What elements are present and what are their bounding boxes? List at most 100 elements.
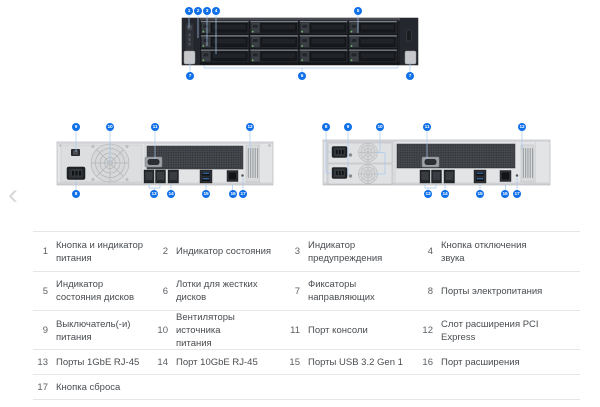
front-leader-lines	[188, 15, 411, 73]
callout-16: 16	[229, 190, 237, 198]
legend-item-8: 8 Порты электропитания	[418, 285, 580, 298]
legend-item-number: 17	[37, 381, 48, 393]
legend-item-4: 4 Кнопка отключения звука	[418, 239, 580, 265]
console-port	[421, 156, 440, 168]
callout-9: 9	[344, 123, 352, 131]
legend-item-number: 7	[294, 285, 300, 297]
legend-item-label: Порт расширения	[441, 356, 520, 368]
legend-item-label: Фиксаторы направляющих	[308, 279, 375, 303]
callout-10: 10	[106, 123, 114, 131]
callout-7: 7	[406, 72, 414, 80]
callout-11: 11	[423, 123, 431, 131]
rear-view-single-psu-diagram	[50, 118, 300, 218]
rear-view-redundant-psu-diagram	[315, 118, 565, 218]
legend-item-number: 1	[42, 246, 48, 257]
legend-item-12: 12 Слот расширения PCI Express	[418, 318, 580, 344]
legend-item-label: Индикатор предупреждения	[308, 239, 383, 264]
legend-item-label: Вентиляторы источника питания	[176, 312, 235, 349]
legend-item-label: Индикатор состояния дисков	[56, 279, 135, 303]
callout-13: 13	[424, 190, 432, 198]
legend-item-16: 16 Порт расширения	[418, 356, 580, 369]
callout-11: 11	[151, 123, 159, 131]
legend-item-number: 5	[42, 285, 48, 297]
callout-15: 15	[476, 190, 484, 198]
callout-3: 3	[203, 7, 211, 15]
legend-item-label: Кнопка и индикатор питания	[56, 239, 144, 264]
rear-view-single-psu-image	[56, 130, 274, 191]
legend-item-label: Порт 10GbE RJ-45	[176, 356, 258, 368]
legend-item-1: 1 Кнопка и индикатор питания	[33, 239, 153, 265]
pcie-slot-bracket	[245, 144, 260, 183]
legend-item-label: Кнопка сброса	[56, 381, 121, 393]
legend-item-label: Кнопка отключения звука	[441, 239, 527, 264]
legend-item-17: 17 Кнопка сброса	[33, 381, 153, 394]
legend-item-number: 4	[427, 246, 433, 257]
callout-16: 16	[501, 190, 509, 198]
callout-17: 17	[239, 190, 247, 198]
lan-ports	[419, 169, 455, 184]
usb-ports	[473, 169, 487, 184]
power-inlet	[66, 166, 86, 180]
legend-item-number: 9	[42, 325, 48, 336]
psu-module-bottom	[327, 163, 393, 185]
legend-item-11: 11 Порт консоли	[285, 324, 418, 337]
legend-item-label: Порты 1GbE RJ-45	[56, 356, 140, 368]
callout-10: 10	[376, 123, 384, 131]
callout-15: 15	[202, 190, 210, 198]
legend-item-15: 15 Порты USB 3.2 Gen 1	[285, 356, 418, 369]
legend-item-7: 7 Фиксаторы направляющих	[285, 278, 418, 304]
legend-item-number: 8	[427, 285, 433, 297]
legend-item-label: Порты электропитания	[441, 285, 543, 297]
legend-item-number: 2	[162, 246, 168, 257]
callout-8: 8	[72, 190, 80, 198]
legend-item-number: 10	[157, 325, 168, 336]
legend-item-number: 16	[422, 356, 433, 368]
expansion-port	[226, 170, 239, 182]
legend-item-14: 14 Порт 10GbE RJ-45	[153, 356, 285, 369]
legend-item-number: 15	[289, 356, 300, 368]
legend-item-number: 3	[294, 246, 300, 257]
front-view-diagram	[163, 2, 443, 90]
legend-row: 17 Кнопка сброса	[33, 374, 580, 400]
callout-8: 8	[322, 123, 330, 131]
callout-14: 14	[167, 190, 175, 198]
legend-item-label: Слот расширения PCI Express	[441, 318, 539, 343]
legend-item-label: Лотки для жестких дисков	[176, 279, 258, 303]
callout-4: 4	[212, 7, 220, 15]
legend-item-10: 10 Вентиляторы источника питания	[153, 311, 285, 350]
legend-item-5: 5 Индикатор состояния дисков	[33, 278, 153, 304]
expansion-port	[499, 170, 512, 182]
front-view-image	[181, 15, 419, 73]
callout-13: 13	[150, 190, 158, 198]
legend-item-3: 3 Индикатор предупреждения	[285, 239, 418, 265]
legend-item-number: 12	[422, 325, 433, 336]
psu-fan	[90, 143, 130, 183]
legend-item-label: Порт консоли	[308, 325, 368, 336]
console-port	[144, 156, 163, 168]
legend-item-number: 14	[157, 356, 168, 368]
pcie-slot-bracket	[520, 144, 535, 183]
rear-view-redundant-psu-image	[322, 130, 551, 191]
callout-12: 12	[518, 123, 526, 131]
legend-item-label: Порты USB 3.2 Gen 1	[308, 356, 403, 368]
rear-left-leader-lines	[75, 130, 251, 191]
lan-ports	[143, 169, 179, 184]
usb-ports	[199, 169, 213, 184]
reset-hole	[241, 174, 244, 177]
chevron-left-icon: ‹	[8, 178, 18, 211]
callout-2: 2	[194, 7, 202, 15]
carousel-prev-button[interactable]: ‹	[2, 178, 24, 212]
psu-module-top	[327, 142, 393, 164]
callout-14: 14	[441, 190, 449, 198]
legend-item-number: 11	[290, 325, 300, 336]
